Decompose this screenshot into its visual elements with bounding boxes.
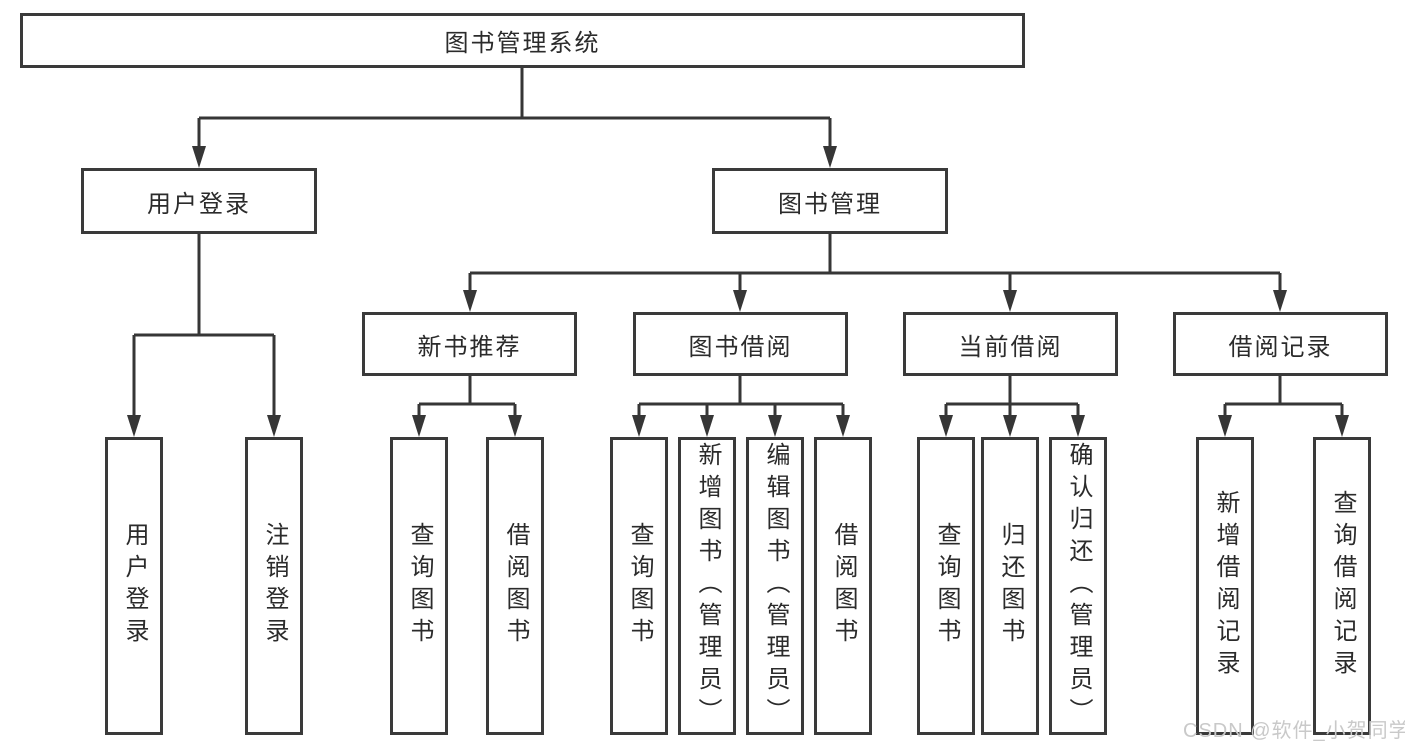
node-library-management-system: 图书管理系统 xyxy=(20,13,1025,68)
leaf-query-borrow-record: 查询借阅记录 xyxy=(1313,437,1371,735)
leaf-borrow-books: 借阅图书 xyxy=(814,437,872,735)
leaf-query-books-current: 查询图书 xyxy=(917,437,975,735)
node-book-borrow: 图书借阅 xyxy=(633,312,848,376)
leaf-logout: 注销登录 xyxy=(245,437,303,735)
leaf-borrow-books-recommend: 借阅图书 xyxy=(486,437,544,735)
leaf-user-login: 用户登录 xyxy=(105,437,163,735)
csdn-watermark: CSDN @软件_小贺同学 xyxy=(1183,720,1405,742)
leaf-add-books-admin: 新增图书（管理员） xyxy=(678,437,736,735)
node-user-login: 用户登录 xyxy=(81,168,317,234)
leaf-confirm-return-admin: 确认归还（管理员） xyxy=(1049,437,1107,735)
leaf-add-borrow-record: 新增借阅记录 xyxy=(1196,437,1254,735)
node-current-borrow: 当前借阅 xyxy=(903,312,1118,376)
node-book-management: 图书管理 xyxy=(712,168,948,234)
leaf-query-books-borrow: 查询图书 xyxy=(610,437,668,735)
leaf-return-books: 归还图书 xyxy=(981,437,1039,735)
node-new-book-recommend: 新书推荐 xyxy=(362,312,577,376)
leaf-edit-books-admin: 编辑图书（管理员） xyxy=(746,437,804,735)
leaf-query-books-recommend: 查询图书 xyxy=(390,437,448,735)
node-borrow-records: 借阅记录 xyxy=(1173,312,1388,376)
